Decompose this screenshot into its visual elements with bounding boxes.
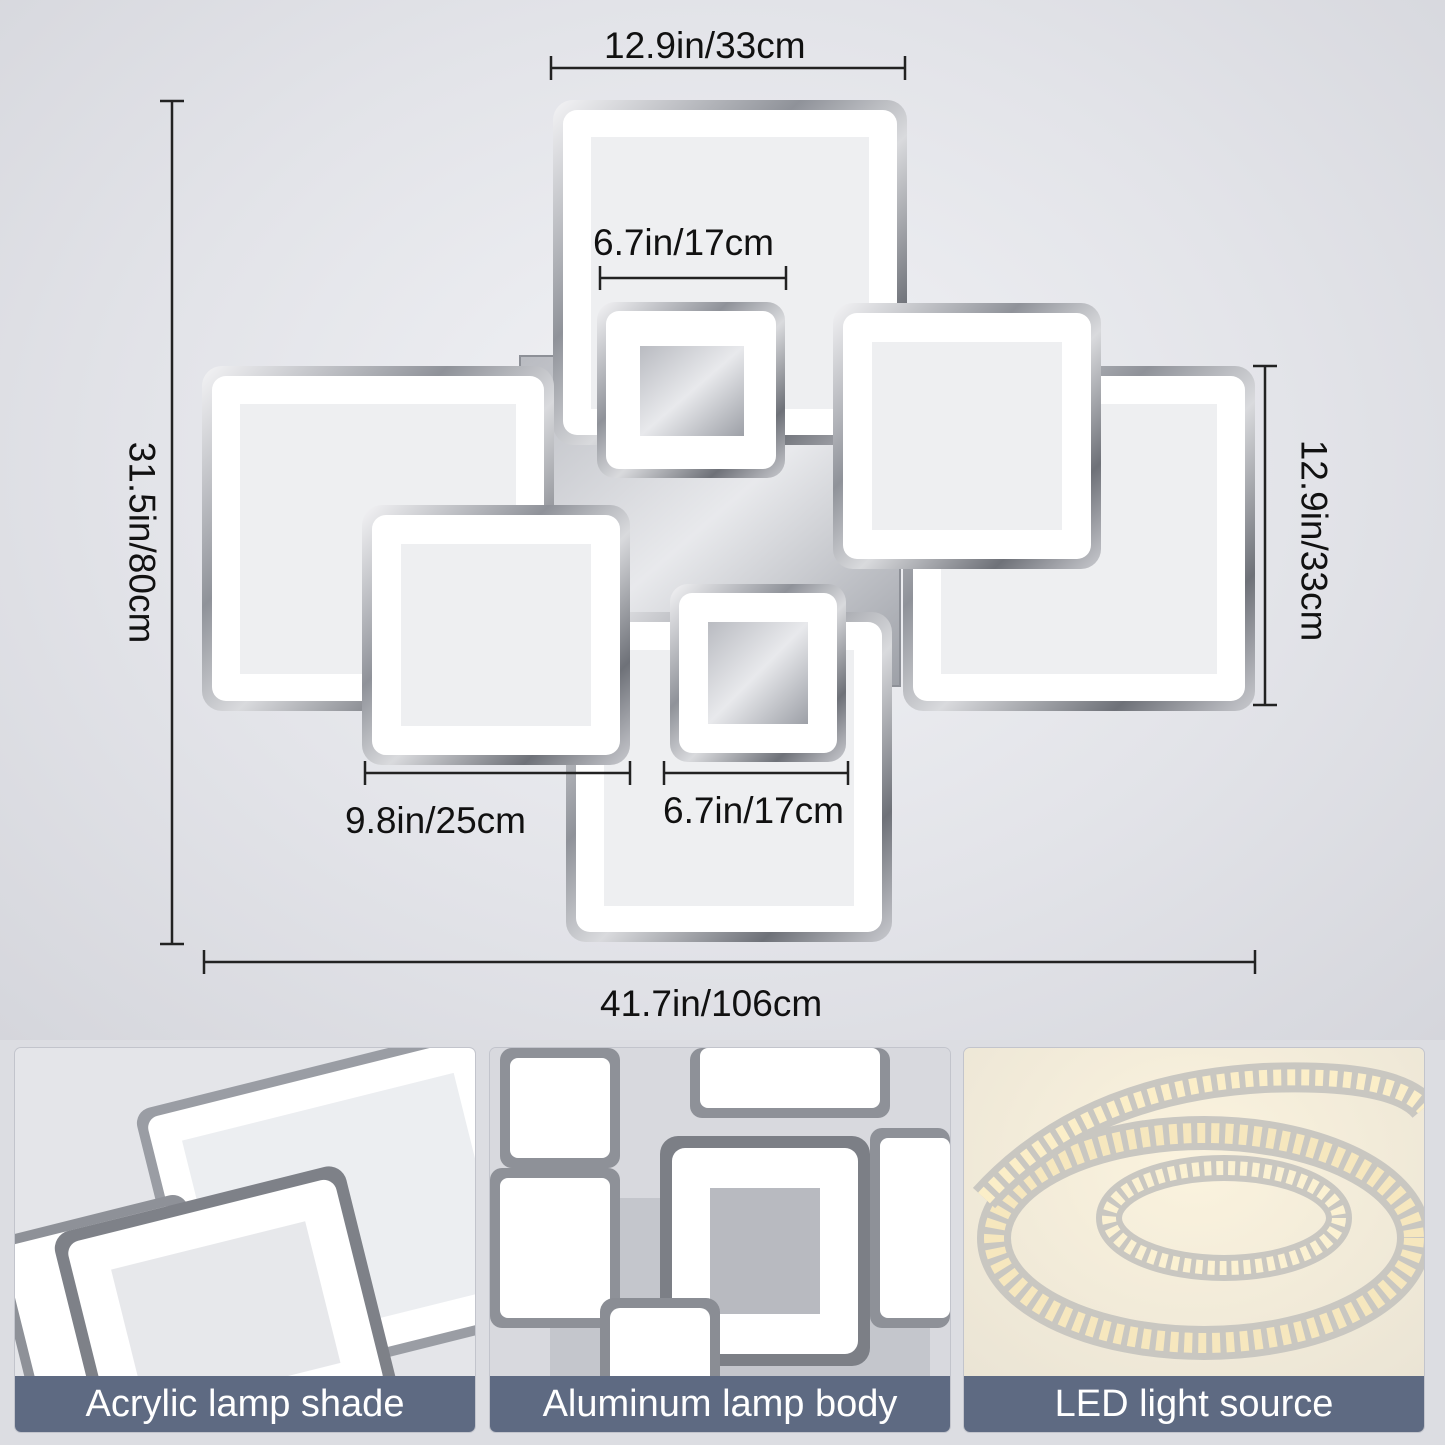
small-ring-lower-left (362, 505, 630, 765)
caption-bar: LED light source (964, 1376, 1424, 1432)
ceiling-lamp-illustration (160, 56, 1277, 974)
feature-panel-acrylic: Acrylic lamp shade (15, 1048, 475, 1432)
dimension-inner-top-width: 6.7in/17cm (593, 222, 774, 263)
feature-caption: Acrylic lamp shade (85, 1382, 405, 1425)
small-ring-upper-right (833, 303, 1101, 569)
dimension-inner-bottom-width: 6.7in/17cm (663, 790, 844, 831)
aluminum-body-closeup-icon (490, 1048, 950, 1432)
dimension-right-height: 12.9in/33cm (1293, 439, 1335, 642)
small-ring-top-center (597, 302, 785, 478)
dimension-small-square-width: 9.8in/25cm (345, 800, 526, 841)
dimension-total-width: 41.7in/106cm (600, 983, 823, 1024)
caption-bar: Aluminum lamp body (490, 1376, 950, 1432)
led-strip-coil-icon (964, 1048, 1424, 1432)
feature-caption: Aluminum lamp body (542, 1382, 898, 1425)
dimension-total-height: 31.5in/80cm (121, 441, 163, 644)
feature-panel-led: LED light source (964, 1048, 1424, 1432)
small-ring-bottom-center (670, 584, 846, 762)
dimension-top-width: 12.9in/33cm (604, 25, 806, 66)
feature-caption: LED light source (1054, 1382, 1334, 1425)
feature-panel-aluminum: Aluminum lamp body (490, 1048, 950, 1432)
acrylic-shade-closeup-icon (15, 1048, 475, 1432)
dimension-lines (160, 56, 1277, 974)
product-diagram: 12.9in/33cm 6.7in/17cm 31.5in/80cm 12.9i… (0, 0, 1445, 1040)
caption-bar: Acrylic lamp shade (15, 1376, 475, 1432)
